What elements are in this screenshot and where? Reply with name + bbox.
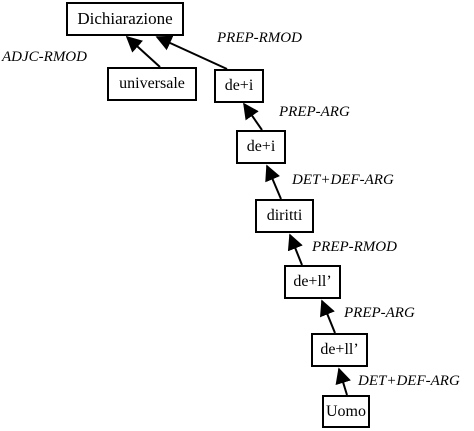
edge-label-det-def-arg-2: DET+DEF-ARG: [358, 373, 460, 389]
node-dichiarazione: Dichiarazione: [66, 2, 184, 36]
edge-label-prep-rmod-1: PREP-RMOD: [217, 30, 302, 46]
edge-label-det-def-arg-1: DET+DEF-ARG: [292, 172, 394, 188]
edge-dei-to-dichiarazione: [155, 35, 228, 70]
edge-label-prep-rmod-2: PREP-RMOD: [312, 239, 397, 255]
edge-dei2-to-dei1: [243, 102, 263, 131]
edge-universale-to-dichiarazione: [125, 35, 161, 68]
edge-diritti-to-dei2: [265, 164, 282, 200]
node-dell-2: de+ll’: [311, 333, 368, 367]
edge-label-adjc-rmod: ADJC-RMOD: [2, 49, 87, 65]
edge-dell2-to-dell1: [320, 299, 336, 334]
edge-dell1-to-diritti: [287, 233, 303, 266]
node-uomo: Uomo: [322, 395, 370, 428]
node-diritti: diritti: [255, 199, 314, 233]
node-dell-1: de+ll’: [284, 265, 341, 299]
node-universale: universale: [107, 67, 197, 101]
node-dei-1: de+i: [214, 69, 264, 103]
node-dei-2: de+i: [236, 130, 286, 164]
edge-label-prep-arg-1: PREP-ARG: [279, 104, 350, 120]
edge-label-prep-arg-2: PREP-ARG: [344, 305, 415, 321]
edge-uomo-to-dell2: [335, 367, 351, 396]
